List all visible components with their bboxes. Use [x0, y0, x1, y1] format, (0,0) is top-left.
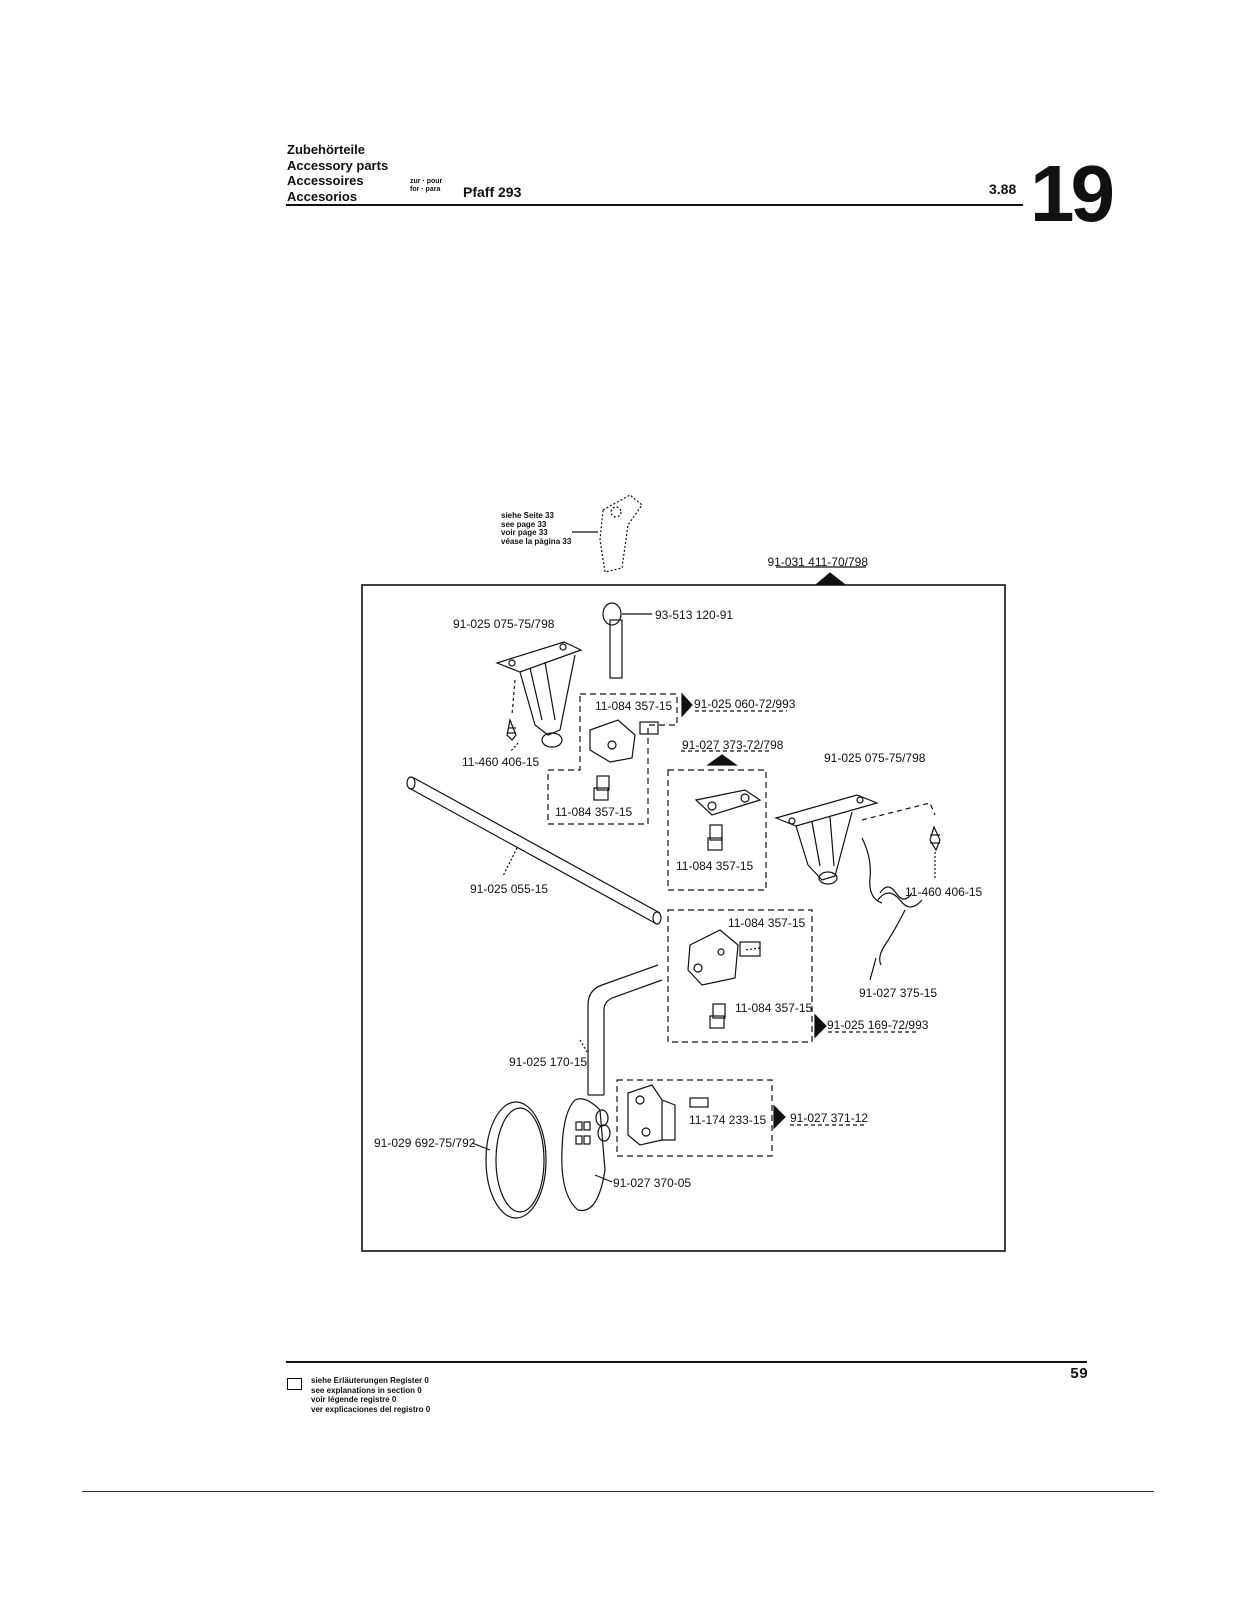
header-titles: Zubehörteile Accessory parts Accessoires…	[287, 142, 388, 204]
edition-date: 3.88	[989, 181, 1017, 197]
screw-left-leader	[509, 742, 519, 753]
label-bent-rod: 91-025 170-15	[509, 1055, 587, 1069]
label-clamp-set-2: 91-025 169-72/993	[827, 1018, 929, 1032]
screw-left-icon	[506, 717, 517, 741]
assembly-arrow	[815, 572, 846, 585]
bent-rod-leader	[579, 1039, 588, 1053]
assembly-frame	[361, 584, 1006, 1252]
spring-leader	[869, 957, 877, 981]
for-labels: zur · pour for · para	[410, 178, 442, 194]
title-en: Accessory parts	[287, 157, 389, 173]
section-number: 19	[1030, 149, 1115, 238]
title-fr: Accessoires	[287, 173, 364, 188]
for-label-2: for · para	[410, 186, 441, 193]
label-clamp1-screw-b: 11-084 357-15	[555, 805, 633, 819]
legend-fr: voir légende registre 0	[311, 1395, 397, 1404]
clamp-set-2-arrow	[814, 1013, 827, 1039]
clamp-set-2-box	[667, 909, 813, 1043]
mirror-holder-icon	[561, 1098, 611, 1212]
legend-en: see explanations in section 0	[311, 1385, 422, 1395]
bracket-left-icon	[495, 641, 583, 748]
holder-set-arrow	[706, 754, 738, 766]
footer-rule	[286, 1361, 1087, 1363]
see-page-es: véase la pàgina 33	[501, 536, 572, 546]
label-clamp2-screw-a: 11-084 357-15	[728, 916, 806, 930]
label-holder-set: 91-027 373-72/798	[682, 738, 784, 752]
bracket-icon	[627, 1084, 709, 1146]
label-mirror-holder: 91-027 370-05	[613, 1176, 691, 1190]
see-page-fr: voir page 33	[501, 528, 548, 537]
clamp-1-icon	[589, 719, 659, 801]
clamp-set-1-arrow	[681, 692, 693, 718]
mirror-holder-leader	[594, 1174, 613, 1183]
label-knob: 93-513 120-91	[655, 608, 733, 622]
label-screw-left: 11-460 406-15	[462, 755, 540, 769]
for-label-1: zur · pour	[410, 178, 443, 185]
legend-text: siehe Erläuterungen Register 0 see expla…	[311, 1376, 430, 1414]
see-page-note: siehe Seite 33 see page 33 voir page 33 …	[501, 511, 572, 546]
label-rod: 91-025 055-15	[470, 882, 548, 896]
label-assembly-top: 91-031 411-70/798	[767, 555, 868, 569]
see-page-en: see page 33	[501, 519, 547, 529]
mirror-icon	[485, 1101, 547, 1219]
page-number: 59	[1070, 1366, 1089, 1383]
holder-icon	[694, 789, 762, 851]
spring-icon	[861, 837, 923, 966]
rod-icon	[406, 776, 662, 925]
label-bracket-screw: 11-174 233-15	[689, 1113, 767, 1127]
knob-icon	[602, 602, 652, 679]
bracket-left-leader	[511, 679, 516, 716]
label-spring: 91-027 375-15	[859, 986, 937, 1000]
legend-box-icon	[287, 1378, 302, 1390]
label-bracket-set: 91-027 371-12	[790, 1111, 868, 1125]
label-holder-screw: 11-084 357-15	[676, 859, 754, 873]
lever-part-sketch	[599, 494, 643, 573]
label-clamp-set-1: 91-025 060-72/993	[694, 697, 796, 711]
title-es: Accesorios	[287, 188, 358, 204]
label-bracket-right: 91-025 075-75/798	[824, 751, 926, 765]
bent-rod-icon	[587, 964, 663, 1096]
clamp-2-icon	[687, 929, 761, 1029]
label-clamp1-screw-a: 11-084 357-15	[595, 699, 673, 713]
holder-set-box	[667, 769, 767, 891]
screw-right-icon	[929, 825, 941, 880]
title-de: Zubehörteile	[287, 142, 366, 157]
label-bracket-left: 91-025 075-75/798	[453, 617, 555, 631]
bracket-set-arrow	[773, 1104, 786, 1130]
header-rule	[286, 204, 1023, 206]
mirror-leader	[471, 1142, 491, 1151]
page-edge-rule	[82, 1491, 1154, 1492]
label-screw-right: 11-460 406-15	[905, 885, 983, 899]
rod-leader	[502, 847, 518, 877]
clamp-set-1-box	[547, 693, 678, 825]
see-page-de: siehe Seite 33	[501, 511, 554, 520]
label-clamp2-screw-b: 11-084 357-15	[735, 1001, 813, 1015]
legend-es: ver explicaciones del registro 0	[311, 1404, 431, 1414]
legend-de: siehe Erläuterungen Register 0	[311, 1376, 429, 1385]
machine-model: Pfaff 293	[463, 184, 522, 200]
bracket-right-icon	[774, 794, 936, 885]
bracket-set-box	[616, 1079, 773, 1157]
label-mirror: 91-029 692-75/792	[374, 1136, 476, 1150]
